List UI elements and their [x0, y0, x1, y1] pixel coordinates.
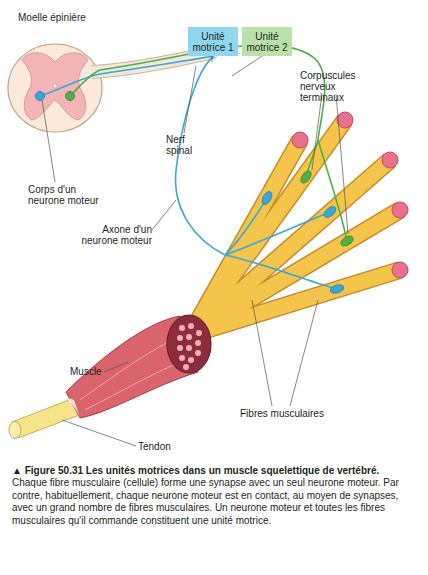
part-label: Tendon [138, 441, 188, 452]
part-label: Muscle [70, 366, 110, 377]
unit-name: Unité motrice 2 [244, 31, 290, 53]
unit-box: Unité motrice 1 [188, 27, 238, 56]
figure-caption: ▲ Figure 50.31 Les unités motrices dans … [12, 465, 416, 527]
part-label: Nerf spinal [166, 134, 200, 156]
spinal-cord [8, 44, 102, 132]
part-label: Axone d'un neurone moteur [78, 224, 152, 246]
part-label: Corpuscules nerveux terminaux [300, 70, 380, 103]
muscle-fibers [190, 112, 408, 335]
unit-box: Unité motrice 2 [242, 27, 292, 56]
muscle-belly [9, 315, 211, 439]
part-label: Fibres musculaires [240, 408, 350, 419]
part-label: Corps d'un neurone moteur [28, 184, 104, 206]
unit-name: Unité motrice 1 [190, 31, 236, 53]
end-plates [260, 169, 355, 295]
part-label: Moelle épinière [18, 12, 128, 23]
leader-lines [42, 56, 348, 446]
